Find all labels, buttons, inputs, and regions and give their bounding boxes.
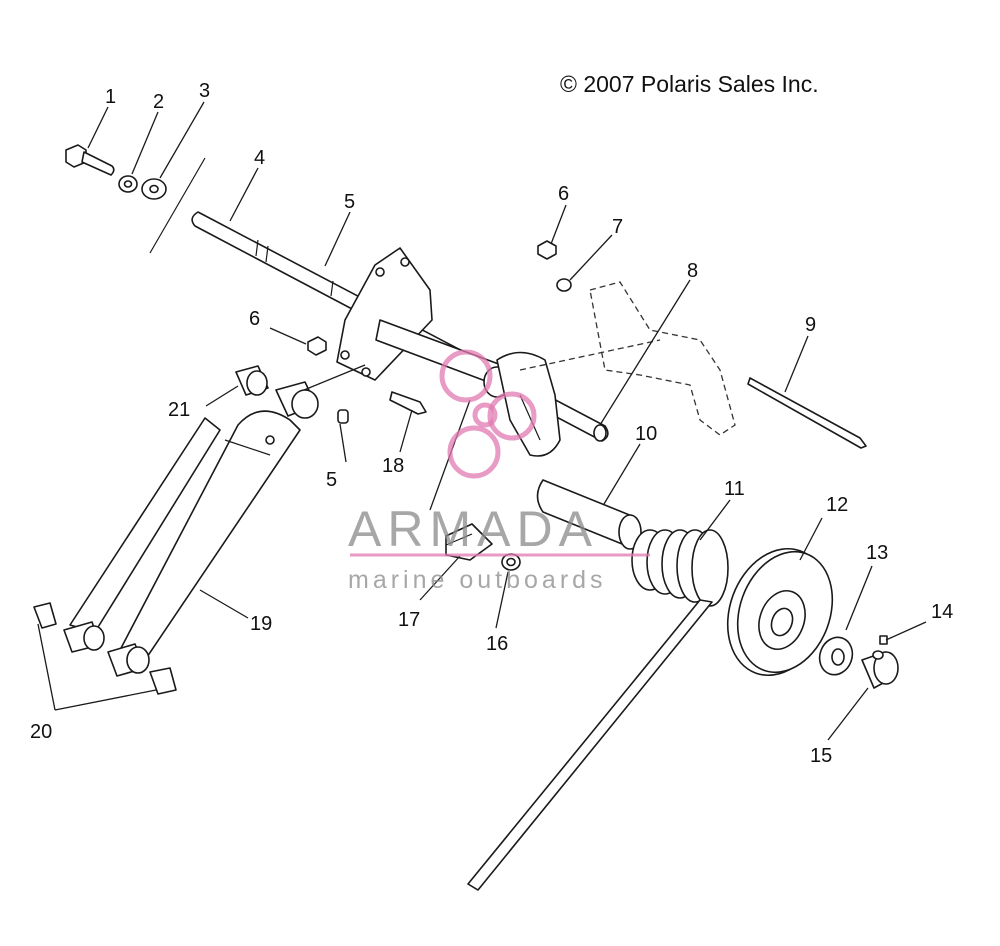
part-21-bushing [235,365,269,396]
callout-5: 5 [344,191,355,213]
callout-10: 10 [635,423,657,445]
part-19-a-arm [69,410,301,661]
part-16-ring [501,553,521,571]
part-11-spring [467,529,729,891]
part-6-nut-upper [537,240,557,260]
part-6-nut-lower [307,336,327,356]
part-15-collar [861,650,899,689]
callout-15: 15 [810,745,832,767]
watermark-logo [350,349,650,557]
part-8-dashed-bracket [519,281,736,436]
part-bushing-arm-top [275,381,319,419]
callout-2: 2 [153,91,164,113]
callout-9: 9 [805,314,816,336]
callout-5-lower: 5 [326,469,337,491]
part-5-bracket [336,247,433,381]
callout-labels: 1 2 3 4 5 6 7 8 9 6 21 5 18 10 11 12 13 … [30,80,953,767]
copyright-notice: © 2007 Polaris Sales Inc. [560,71,819,97]
callout-17: 17 [398,609,420,631]
callout-14: 14 [931,601,953,623]
part-9-rod [747,377,867,449]
watermark-brand: ARMADA [348,501,598,557]
part-20-bushings [33,602,177,695]
callout-18: 18 [382,455,404,477]
part-2-washer [118,175,138,193]
watermark-tagline: marine outboards [348,566,607,594]
callout-8: 8 [687,260,698,282]
part-1-bolt [65,144,115,176]
callout-1: 1 [105,86,116,108]
callout-19: 19 [250,613,272,635]
callout-20: 20 [30,721,52,743]
callout-16: 16 [486,633,508,655]
callout-6: 6 [558,183,569,205]
part-18-bolt [389,391,427,415]
part-3-washer [141,178,167,200]
part-12-wheel [726,547,834,677]
callout-21: 21 [168,399,190,421]
callout-7: 7 [612,216,623,238]
callout-11: 11 [724,478,745,500]
callout-6-lower: 6 [249,308,260,330]
callout-13: 13 [866,542,888,564]
part-17-block [445,523,493,561]
part-5-fitting [337,409,349,424]
leader-lines [37,101,927,741]
part-7-washer [556,278,572,292]
callout-3: 3 [199,80,210,102]
axis-break-line [149,157,206,254]
part-13-washer [818,636,854,676]
part-14-set-screw [879,635,888,645]
callout-12: 12 [826,494,848,516]
callout-4: 4 [254,147,265,169]
